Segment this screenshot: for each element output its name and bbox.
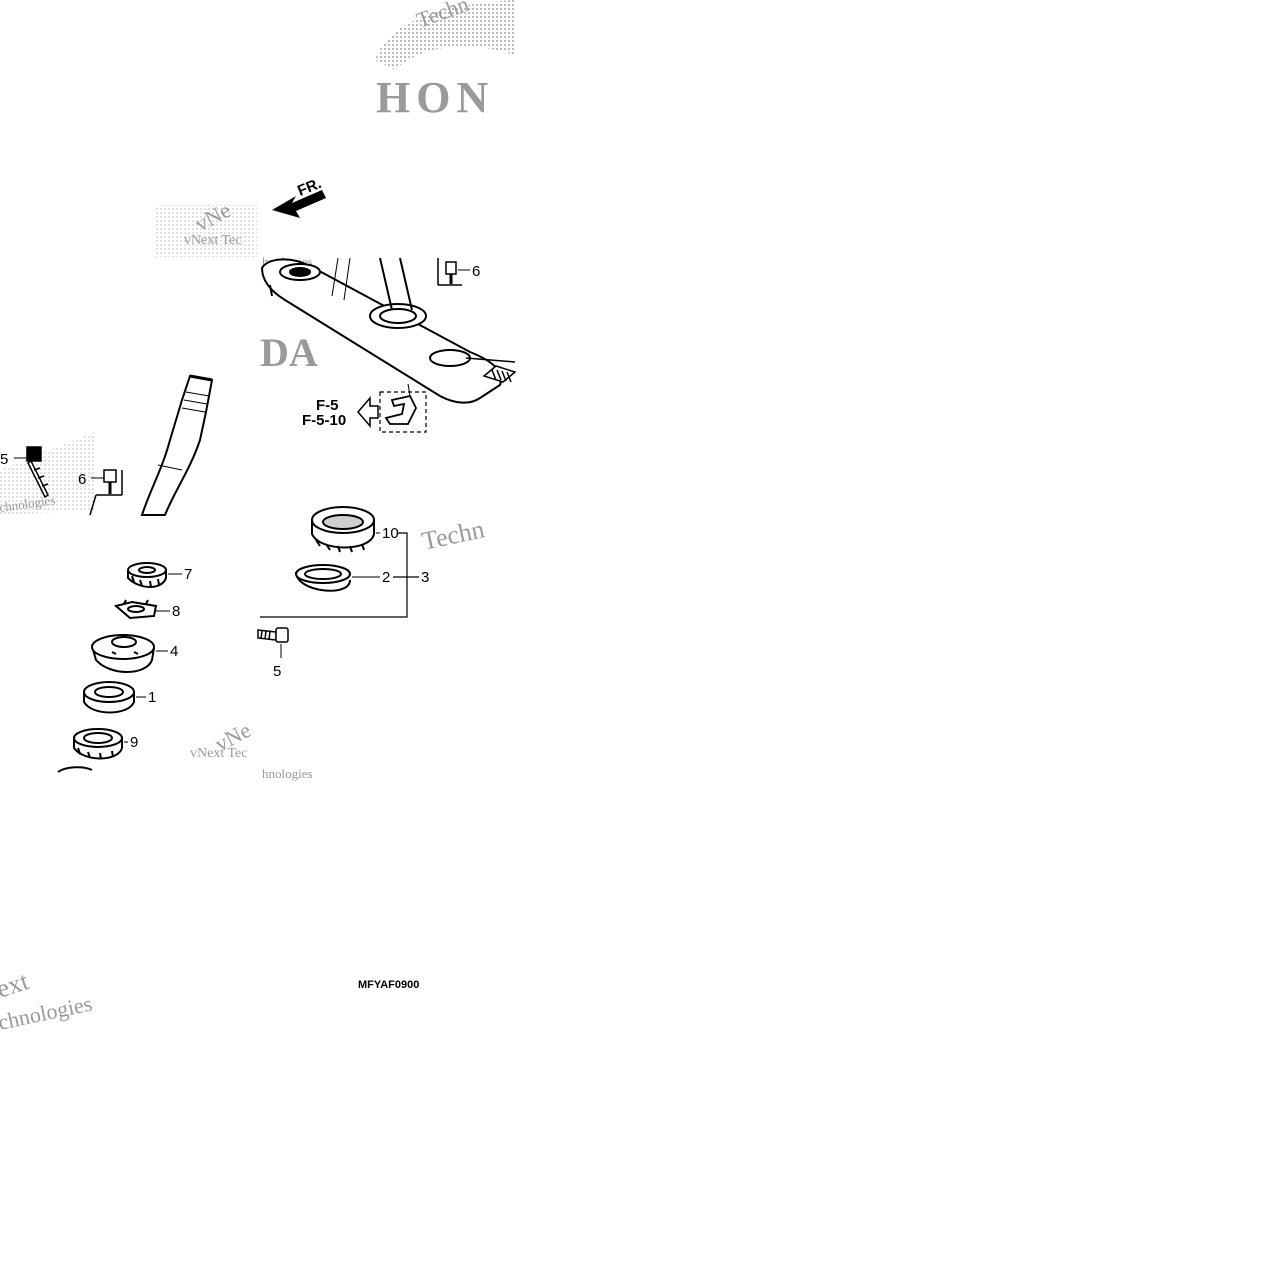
brand-watermark-bottom: vNext Tec vNe hnologies (190, 717, 313, 781)
race-2[interactable] (295, 564, 351, 592)
callout-4[interactable]: 4 (170, 643, 178, 660)
adjusting-nut-4[interactable] (91, 634, 155, 673)
bolt-5-left[interactable] (26, 446, 49, 499)
svg-text:hnologies: hnologies (262, 766, 313, 781)
callout-6-left[interactable]: 6 (78, 471, 86, 488)
bearing-10[interactable] (311, 506, 375, 553)
reference-arrow (357, 395, 379, 429)
bolt-6-left[interactable] (89, 469, 123, 516)
brand-watermark-top: vNext Tec vNe hnologies DA (155, 197, 318, 375)
callout-1[interactable]: 1 (148, 689, 156, 706)
callout-6-top[interactable]: 6 (472, 263, 480, 280)
callout-5-left[interactable]: 5 (0, 451, 8, 468)
bearing-9[interactable] (73, 728, 123, 760)
reference-label-f5-10[interactable]: F-5-10 (302, 412, 346, 429)
callout-7[interactable]: 7 (184, 566, 192, 583)
lock-nut-7[interactable] (127, 562, 167, 588)
brand-watermark-left: chnologies (0, 432, 95, 515)
stem-pinch-bolt[interactable] (482, 365, 517, 383)
front-direction-arrow: FR. (272, 175, 326, 218)
top-bridge[interactable] (260, 257, 516, 404)
callout-3[interactable]: 3 (421, 569, 429, 586)
bracket-3 (260, 532, 419, 618)
callout-5-bottom[interactable]: 5 (273, 663, 281, 680)
callout-10[interactable]: 10 (382, 525, 399, 542)
lower-race-partial[interactable] (57, 766, 93, 773)
brand-watermark-corner: ext chnologies (0, 966, 94, 1035)
honda-logo-watermark: HON Techn (375, 0, 515, 122)
drawing-code: MFYAF0900 (358, 979, 419, 991)
cable-clip[interactable] (379, 383, 427, 433)
svg-text:DA: DA (260, 330, 318, 375)
reference-label-f5[interactable]: F-5 (316, 397, 339, 414)
lock-washer-8[interactable] (113, 599, 158, 620)
callout-8[interactable]: 8 (172, 603, 180, 620)
bolt-6-top[interactable] (437, 258, 462, 286)
svg-text:HON: HON (376, 73, 494, 122)
svg-text:vNext Tec: vNext Tec (190, 746, 247, 761)
svg-text:ext: ext (0, 966, 33, 1004)
brand-watermark-right: Techn (419, 514, 487, 555)
svg-text:Techn: Techn (419, 514, 487, 555)
steering-stem-shaft[interactable] (140, 374, 214, 516)
callout-9[interactable]: 9 (130, 734, 138, 751)
dust-seal-1[interactable] (83, 681, 135, 714)
callout-2[interactable]: 2 (382, 569, 390, 586)
svg-text:vNext Tec: vNext Tec (184, 233, 241, 248)
bolt-5-bottom[interactable] (257, 627, 289, 658)
